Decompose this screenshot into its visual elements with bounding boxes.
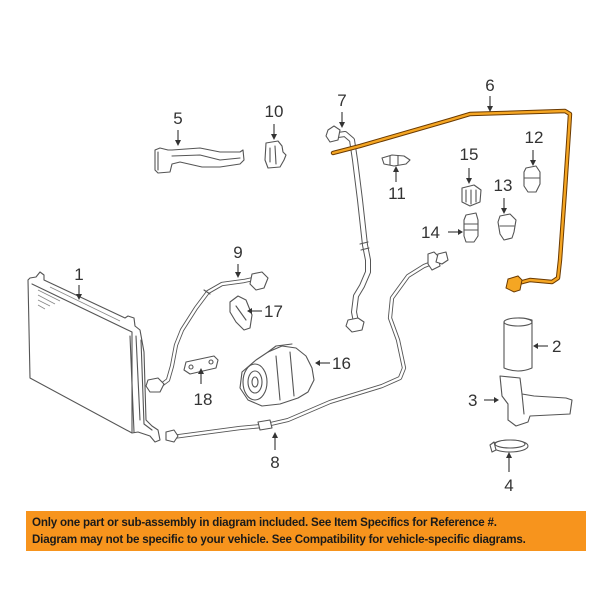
callout-5: 5 bbox=[173, 109, 183, 146]
part-18-plate[interactable] bbox=[183, 355, 219, 375]
callout-label-17: 17 bbox=[264, 302, 283, 321]
part-8-line[interactable] bbox=[165, 251, 449, 443]
callout-label-12: 12 bbox=[525, 128, 544, 147]
callout-label-8: 8 bbox=[270, 453, 279, 472]
part-2-receiver-drier[interactable] bbox=[503, 317, 533, 372]
part-12-switch[interactable] bbox=[523, 165, 541, 193]
callout-label-15: 15 bbox=[460, 145, 479, 164]
callout-label-13: 13 bbox=[494, 176, 513, 195]
callout-8: 8 bbox=[270, 432, 280, 472]
part-16-compressor[interactable] bbox=[239, 343, 315, 407]
callout-9: 9 bbox=[233, 243, 243, 278]
callout-label-5: 5 bbox=[173, 109, 182, 128]
callout-label-3: 3 bbox=[468, 391, 477, 410]
callout-7: 7 bbox=[337, 91, 347, 128]
part-7-hose[interactable] bbox=[325, 125, 371, 333]
disclaimer-line-2: Diagram may not be specific to your vehi… bbox=[32, 533, 526, 546]
callout-label-11: 11 bbox=[388, 184, 406, 203]
part-5-bracket[interactable] bbox=[154, 147, 245, 174]
callout-14: 14 bbox=[421, 223, 463, 242]
callout-2: 2 bbox=[533, 337, 561, 356]
callout-6: 6 bbox=[485, 76, 495, 112]
callout-label-9: 9 bbox=[233, 243, 242, 262]
part-15-valve-cap[interactable] bbox=[461, 184, 482, 207]
callout-label-2: 2 bbox=[552, 337, 561, 356]
part-14-valve[interactable] bbox=[463, 212, 479, 243]
callout-3: 3 bbox=[468, 391, 499, 410]
callout-label-6: 6 bbox=[485, 76, 494, 95]
part-11-sensor[interactable] bbox=[381, 154, 411, 167]
callout-label-18: 18 bbox=[194, 390, 213, 409]
callout-1: 1 bbox=[74, 265, 84, 300]
part-4-clamp[interactable] bbox=[489, 439, 529, 453]
part-9-hose[interactable] bbox=[145, 271, 269, 393]
part-17-bracket[interactable] bbox=[229, 295, 253, 331]
part-6-hose-highlighted[interactable] bbox=[330, 108, 573, 293]
callout-label-1: 1 bbox=[74, 265, 83, 284]
callout-11: 11 bbox=[388, 166, 406, 203]
disclaimer-line-1: Only one part or sub-assembly in diagram… bbox=[32, 516, 497, 529]
callout-label-10: 10 bbox=[265, 102, 284, 121]
callout-10: 10 bbox=[265, 102, 284, 140]
callout-label-7: 7 bbox=[337, 91, 346, 110]
callout-13: 13 bbox=[494, 176, 513, 214]
callout-label-16: 16 bbox=[332, 354, 351, 373]
callout-16: 16 bbox=[315, 354, 351, 373]
callout-label-14: 14 bbox=[421, 223, 440, 242]
callout-label-4: 4 bbox=[504, 476, 513, 495]
callout-12: 12 bbox=[525, 128, 544, 166]
disclaimer-banner: Only one part or sub-assembly in diagram… bbox=[26, 511, 586, 551]
callout-15: 15 bbox=[460, 145, 479, 184]
part-3-bracket[interactable] bbox=[499, 375, 573, 427]
callout-17: 17 bbox=[247, 302, 283, 321]
callout-18: 18 bbox=[194, 368, 213, 409]
part-13-switch[interactable] bbox=[497, 213, 517, 241]
part-1-condenser[interactable] bbox=[27, 271, 161, 443]
callout-4: 4 bbox=[504, 452, 514, 495]
part-10-clip[interactable] bbox=[264, 140, 287, 169]
